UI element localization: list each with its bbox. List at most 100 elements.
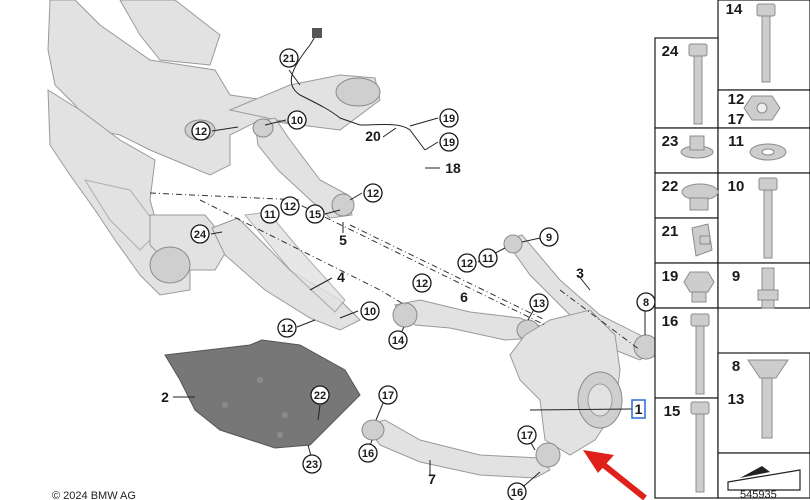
callout-9[interactable]: 9 [539, 227, 559, 247]
svg-text:12: 12 [461, 258, 473, 270]
bolt-9-drawing [757, 267, 779, 309]
svg-text:18: 18 [445, 160, 461, 176]
legend-label-17: 17 [728, 111, 745, 128]
svg-text:10: 10 [364, 306, 376, 318]
svg-text:20: 20 [365, 128, 381, 144]
callout-22[interactable]: 22 [310, 385, 330, 405]
callout-12-subframe[interactable]: 12 [191, 121, 211, 141]
bolt-10-drawing [758, 177, 778, 259]
svg-text:16: 16 [362, 448, 374, 460]
nut-22-drawing [681, 183, 719, 211]
clip-21-drawing [691, 223, 713, 257]
callout-13[interactable]: 13 [529, 293, 549, 313]
svg-text:3: 3 [576, 265, 584, 281]
trailing-link [211, 217, 361, 331]
callout-12-mid[interactable]: 12 [280, 196, 300, 216]
callout-19-upper[interactable]: 19 [439, 108, 459, 128]
legend-label-23: 23 [662, 133, 679, 150]
svg-text:12: 12 [195, 126, 207, 138]
callout-10-trailing[interactable]: 10 [360, 301, 380, 321]
callout-12-camber[interactable]: 12 [457, 253, 477, 273]
assembly-lines [149, 192, 641, 351]
label-18[interactable]: 18 [445, 160, 461, 176]
legend-label-14: 14 [726, 1, 743, 18]
callout-14[interactable]: 14 [388, 330, 408, 350]
nut-19-drawing [683, 271, 715, 303]
nut-23-drawing [680, 135, 714, 159]
rear-subframe [47, 0, 381, 296]
label-2[interactable]: 2 [161, 389, 169, 405]
legend-label-12: 12 [728, 91, 745, 108]
callout-15[interactable]: 15 [305, 204, 325, 224]
label-4[interactable]: 4 [337, 269, 345, 285]
svg-text:23: 23 [306, 459, 318, 471]
red-arrow-indicator [583, 450, 647, 500]
underbody-shield [164, 339, 361, 449]
callout-24[interactable]: 24 [190, 224, 210, 244]
leader-lines [173, 69, 646, 493]
callout-17-right[interactable]: 17 [517, 425, 537, 445]
callout-19-lower[interactable]: 19 [439, 132, 459, 152]
callout-12-trailing[interactable]: 12 [277, 318, 297, 338]
svg-text:11: 11 [264, 209, 276, 221]
label-7[interactable]: 7 [428, 471, 436, 487]
legend-label-8: 8 [732, 358, 740, 375]
legend-label-11: 11 [728, 133, 744, 150]
callout-16-left[interactable]: 16 [358, 443, 378, 463]
lower-wishbone [364, 419, 551, 479]
washer-11-drawing [749, 143, 787, 161]
callout-8[interactable]: 8 [636, 292, 656, 312]
svg-text:7: 7 [428, 471, 436, 487]
bolt-8-drawing [747, 359, 789, 439]
upper-control-arm [254, 117, 353, 219]
svg-text:6: 6 [460, 289, 468, 305]
svg-text:12: 12 [416, 278, 428, 290]
copyright-text: © 2024 BMW AG [52, 490, 136, 500]
svg-text:12: 12 [367, 188, 379, 200]
bolt-14-drawing [756, 3, 776, 83]
callout-12-upper-arm[interactable]: 12 [363, 183, 383, 203]
legend-label-24: 24 [662, 43, 679, 60]
callout-16-right[interactable]: 16 [507, 482, 527, 500]
svg-text:1: 1 [635, 401, 643, 417]
bolt-15-drawing [690, 401, 710, 493]
svg-text:12: 12 [284, 201, 296, 213]
bolt-16-drawing [690, 313, 710, 395]
svg-text:9: 9 [546, 232, 552, 244]
svg-text:17: 17 [382, 390, 394, 402]
callout-23[interactable]: 23 [302, 454, 322, 474]
svg-text:8: 8 [643, 297, 649, 309]
svg-text:14: 14 [392, 335, 405, 347]
svg-text:16: 16 [511, 487, 523, 499]
callout-12-toe[interactable]: 12 [412, 273, 432, 293]
label-3[interactable]: 3 [576, 265, 584, 281]
svg-text:22: 22 [314, 390, 326, 402]
svg-text:19: 19 [443, 113, 455, 125]
callout-11-camber[interactable]: 11 [478, 248, 498, 268]
svg-text:15: 15 [309, 209, 321, 221]
label-5[interactable]: 5 [339, 232, 347, 248]
callout-10-upper[interactable]: 10 [287, 110, 307, 130]
svg-text:24: 24 [194, 229, 207, 241]
svg-text:19: 19 [443, 137, 455, 149]
svg-text:5: 5 [339, 232, 347, 248]
label-20[interactable]: 20 [365, 128, 381, 144]
legend-label-21: 21 [662, 223, 679, 240]
hardware-legend: 14 24 12 17 23 11 22 10 21 19 9 16 8 13 … [654, 0, 810, 499]
legend-label-13: 13 [728, 391, 745, 408]
callout-21[interactable]: 21 [279, 48, 299, 68]
legend-label-22: 22 [662, 178, 679, 195]
svg-text:10: 10 [291, 115, 303, 127]
callout-17-left[interactable]: 17 [378, 385, 398, 405]
legend-label-19: 19 [662, 268, 679, 285]
orientation-pictogram [727, 466, 801, 491]
svg-text:4: 4 [337, 269, 345, 285]
svg-text:21: 21 [283, 53, 295, 65]
label-6[interactable]: 6 [460, 289, 468, 305]
svg-text:11: 11 [482, 253, 494, 265]
callout-11-mid[interactable]: 11 [260, 204, 280, 224]
label-1-highlighted[interactable]: 1 [631, 399, 646, 419]
legend-label-10: 10 [728, 178, 745, 195]
diagram-number: 545935 [740, 489, 777, 500]
